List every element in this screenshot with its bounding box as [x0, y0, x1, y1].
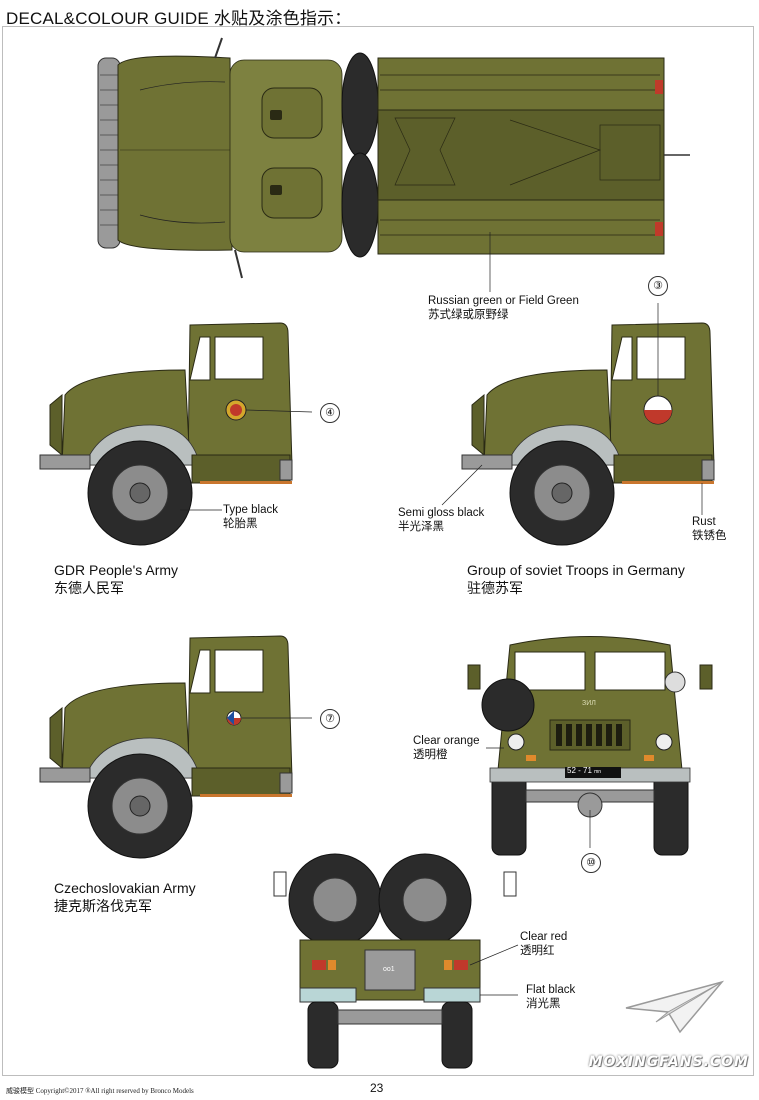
footer-copyright: 威骏模型 Copyright©2017 ®All right reserved … [6, 1087, 194, 1095]
army-czech-en: Czechoslovakian Army [54, 880, 196, 896]
callout-10: ⑩ [581, 853, 601, 873]
label-clear-orange-en: Clear orange [413, 735, 480, 747]
label-rust-cn: 铁锈色 [692, 530, 727, 542]
front-grille-logo: ЗИЛ [582, 700, 596, 707]
front-plate-number: 52 - 71 [567, 766, 592, 775]
truck-side-soviet [441, 303, 715, 546]
truck-side-czech [39, 635, 312, 859]
label-flat-black-en: Flat black [526, 984, 576, 996]
label-russian-green-en: Russian green or Field Green [428, 295, 579, 307]
label-flat-black-cn: 消光黑 [526, 998, 561, 1010]
label-clear-orange-cn: 透明橙 [413, 749, 448, 761]
truck-rear-view [273, 853, 519, 1069]
army-gdr-en: GDR People's Army [54, 562, 179, 578]
label-semi-gloss-en: Semi gloss black [398, 507, 485, 519]
label-rust-en: Rust [692, 516, 716, 528]
page-number: 23 [370, 1081, 384, 1095]
page-title: DECAL&COLOUR GUIDE 水贴及涂色指示： [6, 9, 352, 28]
label-semi-gloss-cn: 半光泽黑 [398, 521, 444, 533]
soviet-badge-text: CA [651, 404, 660, 410]
army-gdr-cn: 东德人民军 [54, 580, 124, 596]
front-plate: 52 - 71 mn [567, 766, 601, 775]
truck-front-view [467, 636, 713, 856]
front-plate-suffix: mn [594, 769, 602, 775]
rear-plate: оо1 [383, 966, 395, 973]
page-frame [2, 26, 754, 1076]
truck-top-view [97, 37, 690, 292]
label-type-black-en: Type black [223, 504, 278, 516]
label-type-black-cn: 轮胎黑 [223, 518, 258, 530]
callout-7: ⑦ [320, 709, 340, 729]
army-czech-cn: 捷克斯洛伐克军 [54, 898, 152, 914]
army-soviet-en: Group of soviet Troops in Germany [467, 562, 685, 578]
paper-plane-logo [625, 980, 725, 1034]
truck-side-gdr [39, 322, 313, 546]
watermark-text: MOXINGFANS.COM [588, 1054, 749, 1070]
army-soviet-cn: 驻德苏军 [467, 580, 523, 596]
label-clear-red-cn: 透明红 [520, 945, 555, 957]
label-clear-red-en: Clear red [520, 931, 568, 943]
label-russian-green-cn: 苏式绿或原野绿 [428, 309, 509, 321]
callout-4: ④ [320, 403, 340, 423]
callout-3: ③ [648, 276, 668, 296]
